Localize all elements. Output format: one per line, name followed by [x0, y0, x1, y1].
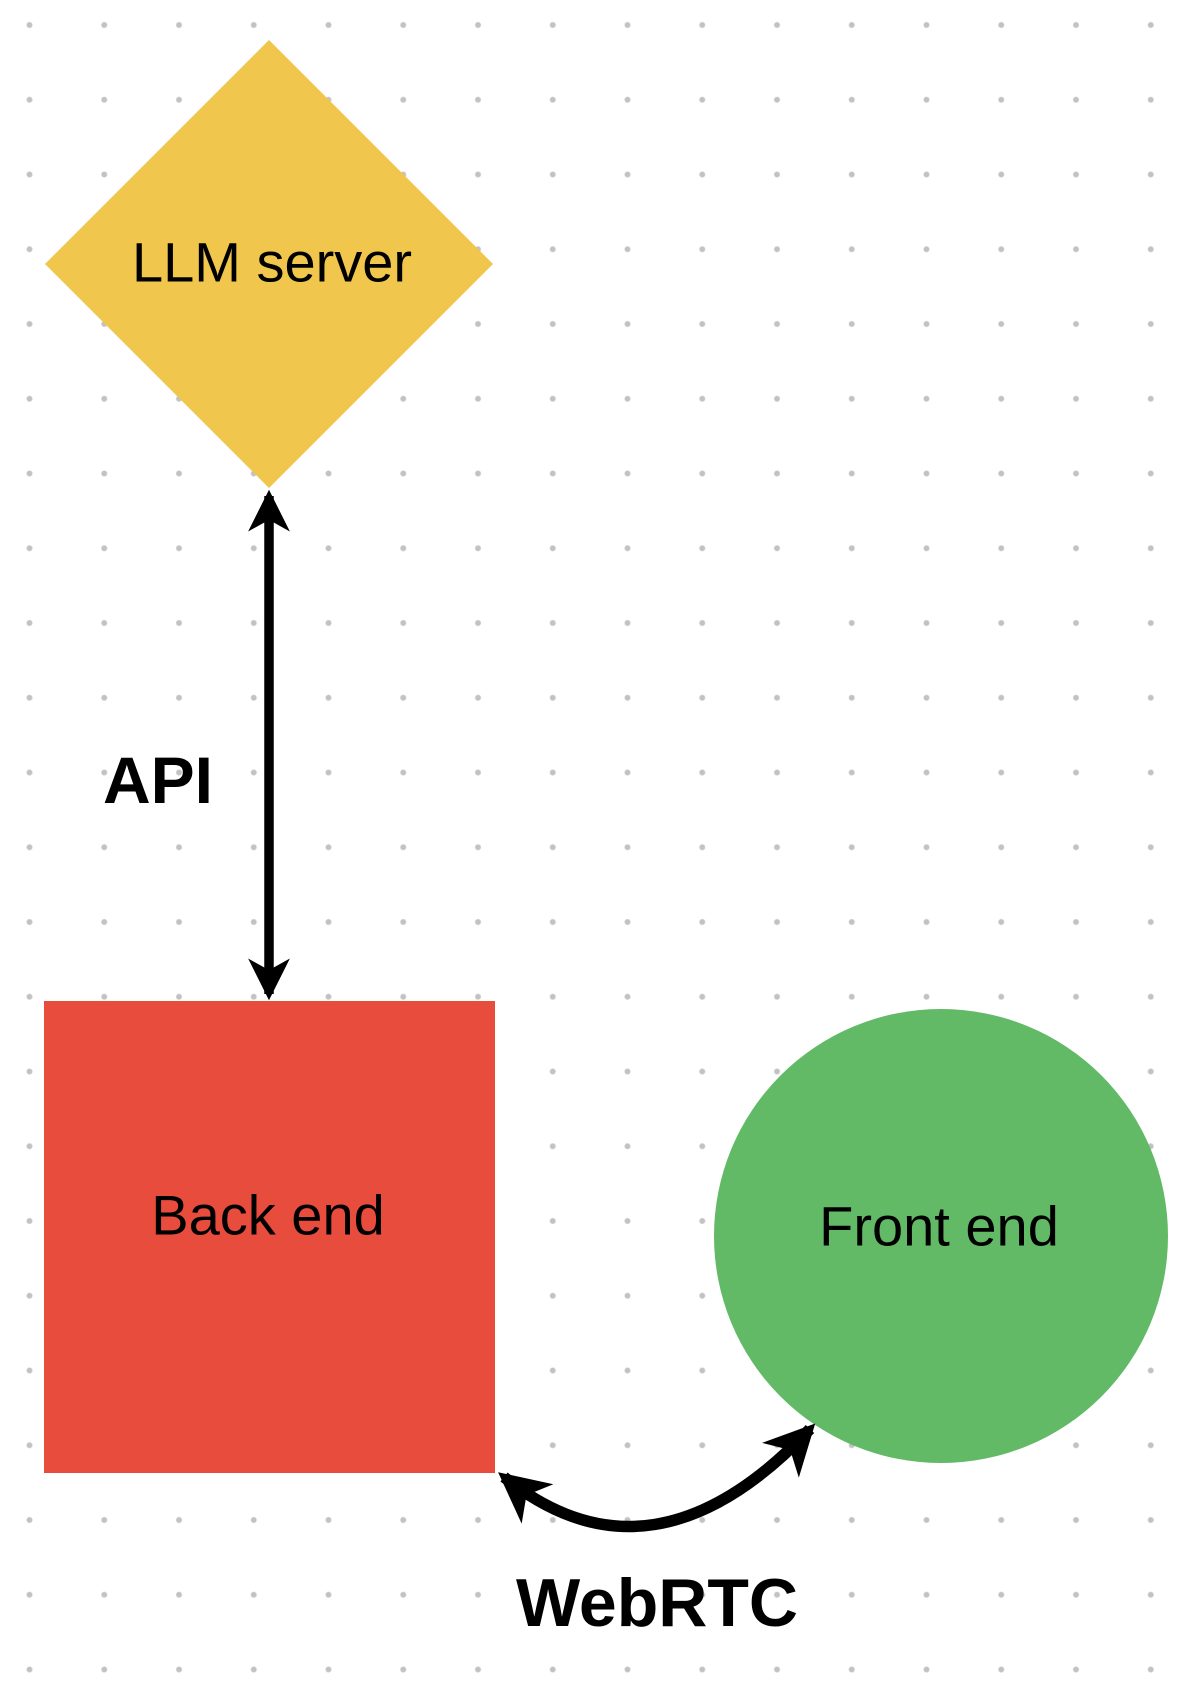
- webrtc-edge-label: WebRTC: [515, 1565, 799, 1641]
- api-edge-label: API: [102, 743, 214, 817]
- webrtc-arrow: [498, 1423, 816, 1533]
- back-end-label: Back end: [151, 1183, 385, 1247]
- llm-server-label: LLM server: [131, 230, 413, 294]
- front-end-label: Front end: [819, 1194, 1059, 1258]
- front-end-circle-shape: [714, 1009, 1168, 1463]
- back-end-square-shape: [44, 1001, 495, 1473]
- llm-server-diamond-shape: [45, 40, 493, 488]
